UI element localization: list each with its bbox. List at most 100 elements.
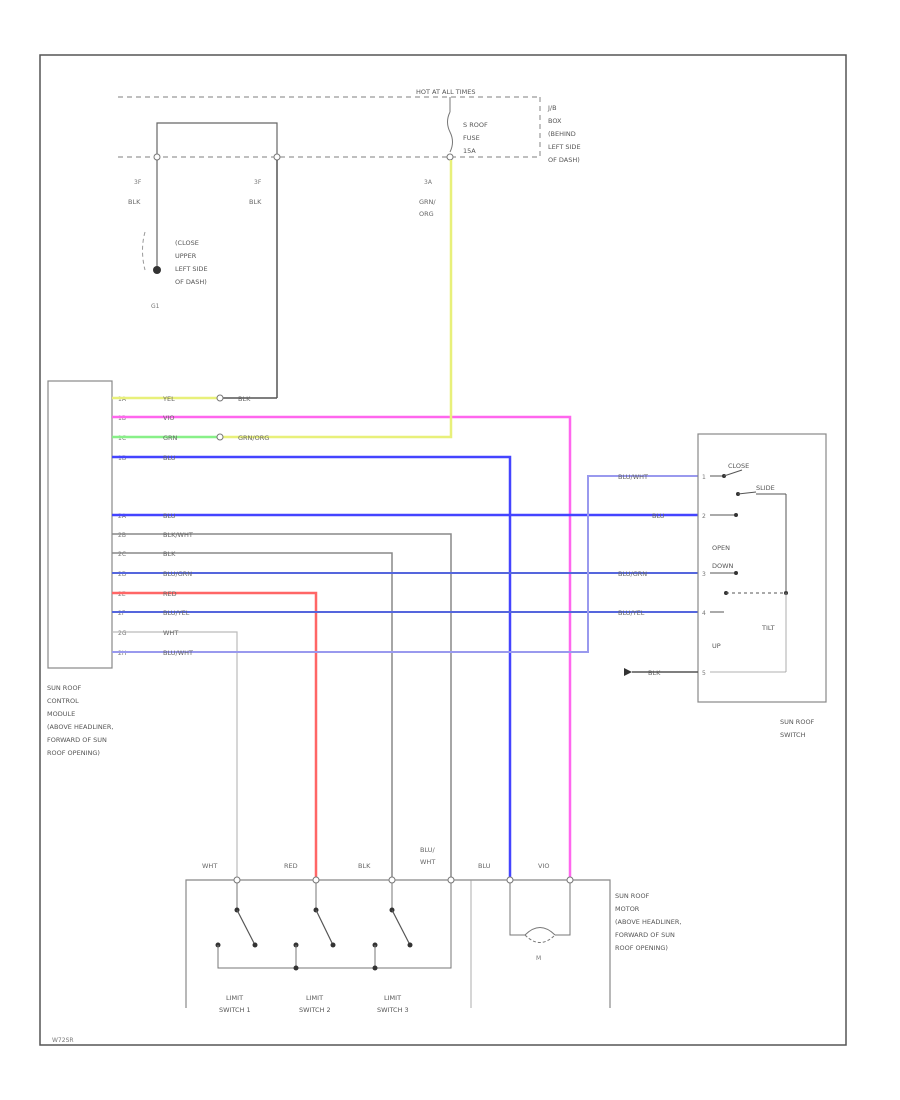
control-module-label: SUN ROOF CONTROL MODULE (ABOVE HEADLINER… [47, 684, 116, 757]
switch-pin-4: 4 [702, 610, 706, 617]
module-wire-labels: YEL VIO GRN BLU BLU BLK/WHT BLK BLU/GRN … [162, 395, 269, 657]
pin-label-fuse-out: 3A [424, 179, 433, 186]
wire-label-blk-wht: BLK/WHT [163, 531, 193, 539]
wire-label-red: RED [163, 590, 177, 598]
motor-wire-label-vio: VIO [538, 862, 549, 870]
switch-wire-label-blu: BLU [652, 512, 665, 520]
wire-label-blu-yel: BLU/YEL [163, 609, 190, 617]
wire-red [112, 591, 318, 880]
switch-pin-1: 1 [702, 474, 706, 481]
pin-ground-right [273, 153, 281, 161]
pin-ground-left [153, 153, 161, 161]
motor-assembly-outline [185, 879, 611, 1008]
limit-switch-1-label-b: SWITCH 1 [219, 1006, 251, 1014]
motor-wire-label-blu-2: BLU [478, 862, 491, 870]
switch-contacts [710, 469, 788, 673]
switch-contact-labels: CLOSE SLIDE OPEN DOWN TILT UP [712, 462, 775, 650]
ground-point-g1 [153, 266, 161, 274]
contact-tilt: TILT [761, 624, 775, 632]
diagram-frame [39, 54, 847, 1046]
limit-switch-1 [215, 883, 258, 948]
wire-label-blu-2: BLU [163, 512, 176, 520]
control-module-box [47, 380, 113, 669]
limit-switch-3-label-a: LIMIT [384, 994, 401, 1002]
fuse-label: S ROOF FUSE 15A [463, 121, 490, 155]
contact-close: CLOSE [728, 462, 749, 470]
ground-splice-mark [142, 231, 146, 271]
switch-pin-labels: 1 2 3 4 5 [702, 474, 706, 677]
wire-blu-motor [112, 455, 512, 880]
pin-label-ground-right: 3F [254, 179, 262, 186]
module-pin-labels: 1A 1B 1C 1D 2A 2B 2C 2D 2E 2F 2G 2H [118, 396, 127, 657]
ground-jumper [156, 122, 278, 157]
pin-2h: 2H [118, 650, 126, 657]
wire-blk-limit [112, 552, 393, 880]
wire-label-blk: BLK [163, 550, 176, 558]
wire-label-blu-1: BLU [163, 454, 176, 462]
switch-wire-label-blu-yel: BLU/YEL [618, 609, 645, 617]
motor-symbol [509, 883, 571, 943]
contact-slide: SLIDE [756, 484, 775, 492]
motor-wire-label-red: RED [284, 862, 298, 870]
pin-fuse-out [446, 153, 454, 161]
switch-wire-label-blu-wht: BLU/WHT [618, 473, 648, 481]
limit-switch-common [217, 883, 452, 971]
motor-symbol-label: M [536, 955, 541, 962]
switch-pin-2: 2 [702, 513, 706, 520]
contact-down: DOWN [712, 562, 734, 570]
sun-roof-switch-box [697, 433, 827, 703]
switch-ground-arrow [624, 668, 632, 676]
wire-label-grn-org: GRN/ORG [238, 434, 269, 442]
switch-wire-label-blu-grn: BLU/GRN [618, 570, 647, 578]
wire-blu-wht [112, 475, 698, 653]
motor-wire-label-blk: BLK [358, 862, 371, 870]
limit-switch-3-label-b: SWITCH 3 [377, 1006, 409, 1014]
fuse-element [447, 111, 453, 153]
motor-wire-label-wht: WHT [202, 862, 217, 870]
connector-yel-blk [216, 394, 224, 402]
fuse-wire-label: GRN/ ORG [419, 198, 438, 218]
motor-wire-label-blu: BLU/ [420, 846, 436, 854]
pin-2b: 2B [118, 532, 126, 539]
connector-grn [216, 433, 224, 441]
ground-wire-right-label: BLK [249, 198, 262, 206]
switch-pin-3: 3 [702, 571, 706, 578]
diagram-id: W72SR [52, 1037, 74, 1044]
fuse-box-label: J/B BOX (BEHIND LEFT SIDE OF DASH) [547, 104, 583, 164]
pin-2f: 2F [118, 610, 126, 617]
pin-1c: 1C [118, 435, 126, 442]
switch-wire-label-blk: BLK [648, 669, 661, 677]
ground-wire-left-label: BLK [128, 198, 141, 206]
wire-wht [112, 631, 238, 880]
limit-switch-3 [372, 883, 413, 948]
ground-id-label: G1 [151, 303, 160, 310]
pin-1a: 1A [118, 396, 127, 403]
limit-switch-2 [293, 883, 336, 948]
pin-1b: 1B [118, 415, 126, 422]
wire-label-grn: GRN [163, 434, 178, 442]
pin-2c: 2C [118, 551, 126, 558]
switch-wire-labels: BLU/WHT BLU BLU/GRN BLU/YEL BLK [618, 473, 665, 677]
switch-pin-5: 5 [702, 670, 706, 677]
wire-blk-wht [112, 533, 452, 880]
wire-label-blu-wht: BLU/WHT [163, 649, 193, 657]
sun-roof-switch-label: SUN ROOF SWITCH [780, 718, 816, 739]
contact-open: OPEN [712, 544, 730, 552]
motor-label: SUN ROOF MOTOR (ABOVE HEADLINER, FORWARD… [615, 892, 684, 952]
motor-wire-labels: WHT RED BLK BLU/ WHT BLU VIO [202, 846, 549, 870]
motor-wire-label-wht-2: WHT [420, 858, 435, 866]
pin-label-ground-left: 3F [134, 179, 142, 186]
pin-2g: 2G [118, 630, 127, 637]
pin-1d: 1D [118, 455, 127, 462]
pin-2d: 2D [118, 571, 127, 578]
wire-label-yel: YEL [162, 395, 175, 403]
wire-label-vio: VIO [163, 414, 174, 422]
wire-label-blu-grn: BLU/GRN [163, 570, 192, 578]
wire-grn-org [222, 160, 453, 439]
pin-2a: 2A [118, 513, 127, 520]
hot-at-all-times-label: HOT AT ALL TIMES [416, 88, 476, 96]
wire-vio [112, 415, 572, 880]
limit-switch-1-label-a: LIMIT [226, 994, 243, 1002]
wire-label-blk-ground: BLK [238, 395, 251, 403]
